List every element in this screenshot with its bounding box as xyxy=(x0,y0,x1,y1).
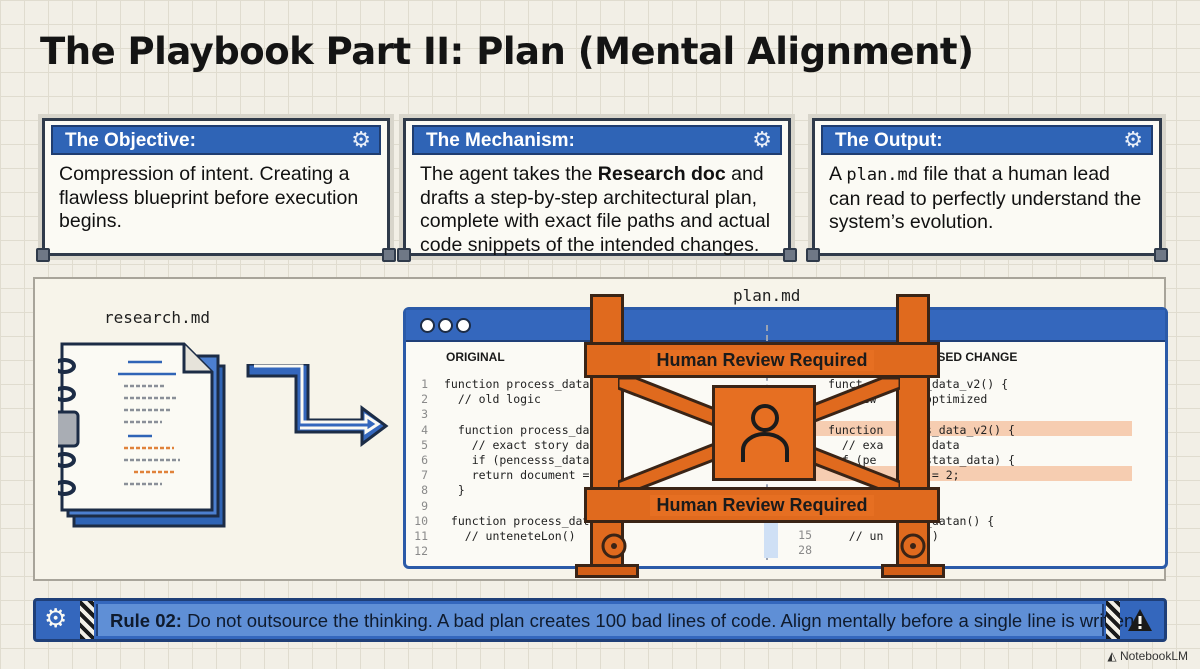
line-number: 12 xyxy=(414,544,428,559)
mechanism-card: The Mechanism: ⚙ The agent takes the Res… xyxy=(397,118,797,262)
plan-file-code: plan.md xyxy=(846,165,919,185)
brand-text: NotebookLM xyxy=(1119,649,1188,663)
line-number: 5 xyxy=(421,437,428,452)
rule-body: Do not outsource the thinking. A bad pla… xyxy=(181,610,1140,631)
line-number: 6 xyxy=(421,453,428,468)
original-code: function process_data() // old logic fun… xyxy=(444,377,604,544)
rule-banner: ⚙ Rule 02: Do not outsource the thinking… xyxy=(33,598,1167,642)
rule-text: Rule 02: Do not outsource the thinking. … xyxy=(110,610,1139,632)
line-number: 10 xyxy=(414,513,428,528)
card-title: The Objective: xyxy=(65,130,196,151)
line-number: 1 xyxy=(421,377,428,391)
body-text: and drafts a step-by-step architectural … xyxy=(420,163,771,256)
research-doc-emphasis: Research doc xyxy=(597,163,726,185)
gear-icon: ⚙ xyxy=(351,127,371,152)
card-title: The Mechanism: xyxy=(426,130,575,151)
corner-bolt-icon xyxy=(382,248,396,262)
corner-bolt-icon xyxy=(397,248,411,262)
barrier-left-foot xyxy=(575,564,639,578)
research-document-icon xyxy=(58,342,226,528)
card-header: The Output: ⚙ xyxy=(821,125,1153,155)
line-number: 11 xyxy=(414,529,428,544)
warning-icon xyxy=(1128,609,1152,631)
barrier-right-foot xyxy=(881,564,945,578)
line-number: 7 xyxy=(421,468,428,483)
barrier-top-label: Human Review Required xyxy=(650,350,874,371)
wheel-icon xyxy=(601,533,627,559)
body-text: file that a human lead can read to perfe… xyxy=(829,163,1142,233)
brand-icon: ◭ xyxy=(1107,649,1117,663)
card-header: The Mechanism: ⚙ xyxy=(412,125,782,155)
window-control-dot[interactable] xyxy=(420,318,435,333)
flow-arrow-icon xyxy=(246,364,389,447)
gear-icon: ⚙ xyxy=(752,127,772,152)
rule-label: Rule 02: xyxy=(110,610,182,631)
body-text: The agent takes the xyxy=(420,163,598,185)
hazard-stripe xyxy=(80,601,94,639)
objective-card: The Objective: ⚙ Compression of intent. … xyxy=(36,118,396,262)
mid-line-number: 15 xyxy=(798,528,812,542)
corner-bolt-icon xyxy=(1154,248,1168,262)
brand-label: ◭ NotebookLM xyxy=(1107,649,1188,663)
barrier-bottom-beam: Human Review Required xyxy=(584,487,940,523)
mid-line-number: 28 xyxy=(798,543,812,557)
rule-inner: Rule 02: Do not outsource the thinking. … xyxy=(96,604,1139,636)
card-header: The Objective: ⚙ xyxy=(51,125,381,155)
original-column-header: ORIGINAL xyxy=(446,350,505,364)
card-body: The agent takes the Research doc and dra… xyxy=(420,163,774,257)
barrier-bottom-label: Human Review Required xyxy=(650,495,874,516)
barrier-right-post xyxy=(896,294,930,568)
corner-bolt-icon xyxy=(36,248,50,262)
window-titlebar xyxy=(406,310,1165,342)
person-icon xyxy=(741,404,789,462)
line-number: 3 xyxy=(421,407,428,422)
card-body: Compression of intent. Creating a flawle… xyxy=(59,163,359,232)
card-title: The Output: xyxy=(835,130,943,151)
reviewer-plate xyxy=(712,385,816,481)
corner-bolt-icon xyxy=(806,248,820,262)
window-control-dot[interactable] xyxy=(438,318,453,333)
line-number: 9 xyxy=(421,498,428,513)
gear-icon: ⚙ xyxy=(44,603,68,633)
body-text: A xyxy=(829,163,847,185)
plan-filename: plan.md xyxy=(733,286,801,305)
corner-bolt-icon xyxy=(783,248,797,262)
wheel-icon xyxy=(900,533,926,559)
hazard-stripe xyxy=(1106,601,1120,639)
output-card: The Output: ⚙ A plan.md file that a huma… xyxy=(806,118,1168,262)
window-control-dot[interactable] xyxy=(456,318,471,333)
change-column-header: OSED CHANGE xyxy=(928,350,1018,364)
line-number: 8 xyxy=(421,483,428,498)
line-number: 4 xyxy=(421,422,428,437)
line-number: 2 xyxy=(421,392,428,407)
research-filename: research.md xyxy=(104,308,210,327)
barrier-top-beam: Human Review Required xyxy=(584,342,940,378)
card-body: A plan.md file that a human lead can rea… xyxy=(829,163,1145,235)
gear-icon: ⚙ xyxy=(1123,127,1143,152)
change-highlight xyxy=(812,421,1132,436)
page-title: The Playbook Part II: Plan (Mental Align… xyxy=(40,30,974,73)
